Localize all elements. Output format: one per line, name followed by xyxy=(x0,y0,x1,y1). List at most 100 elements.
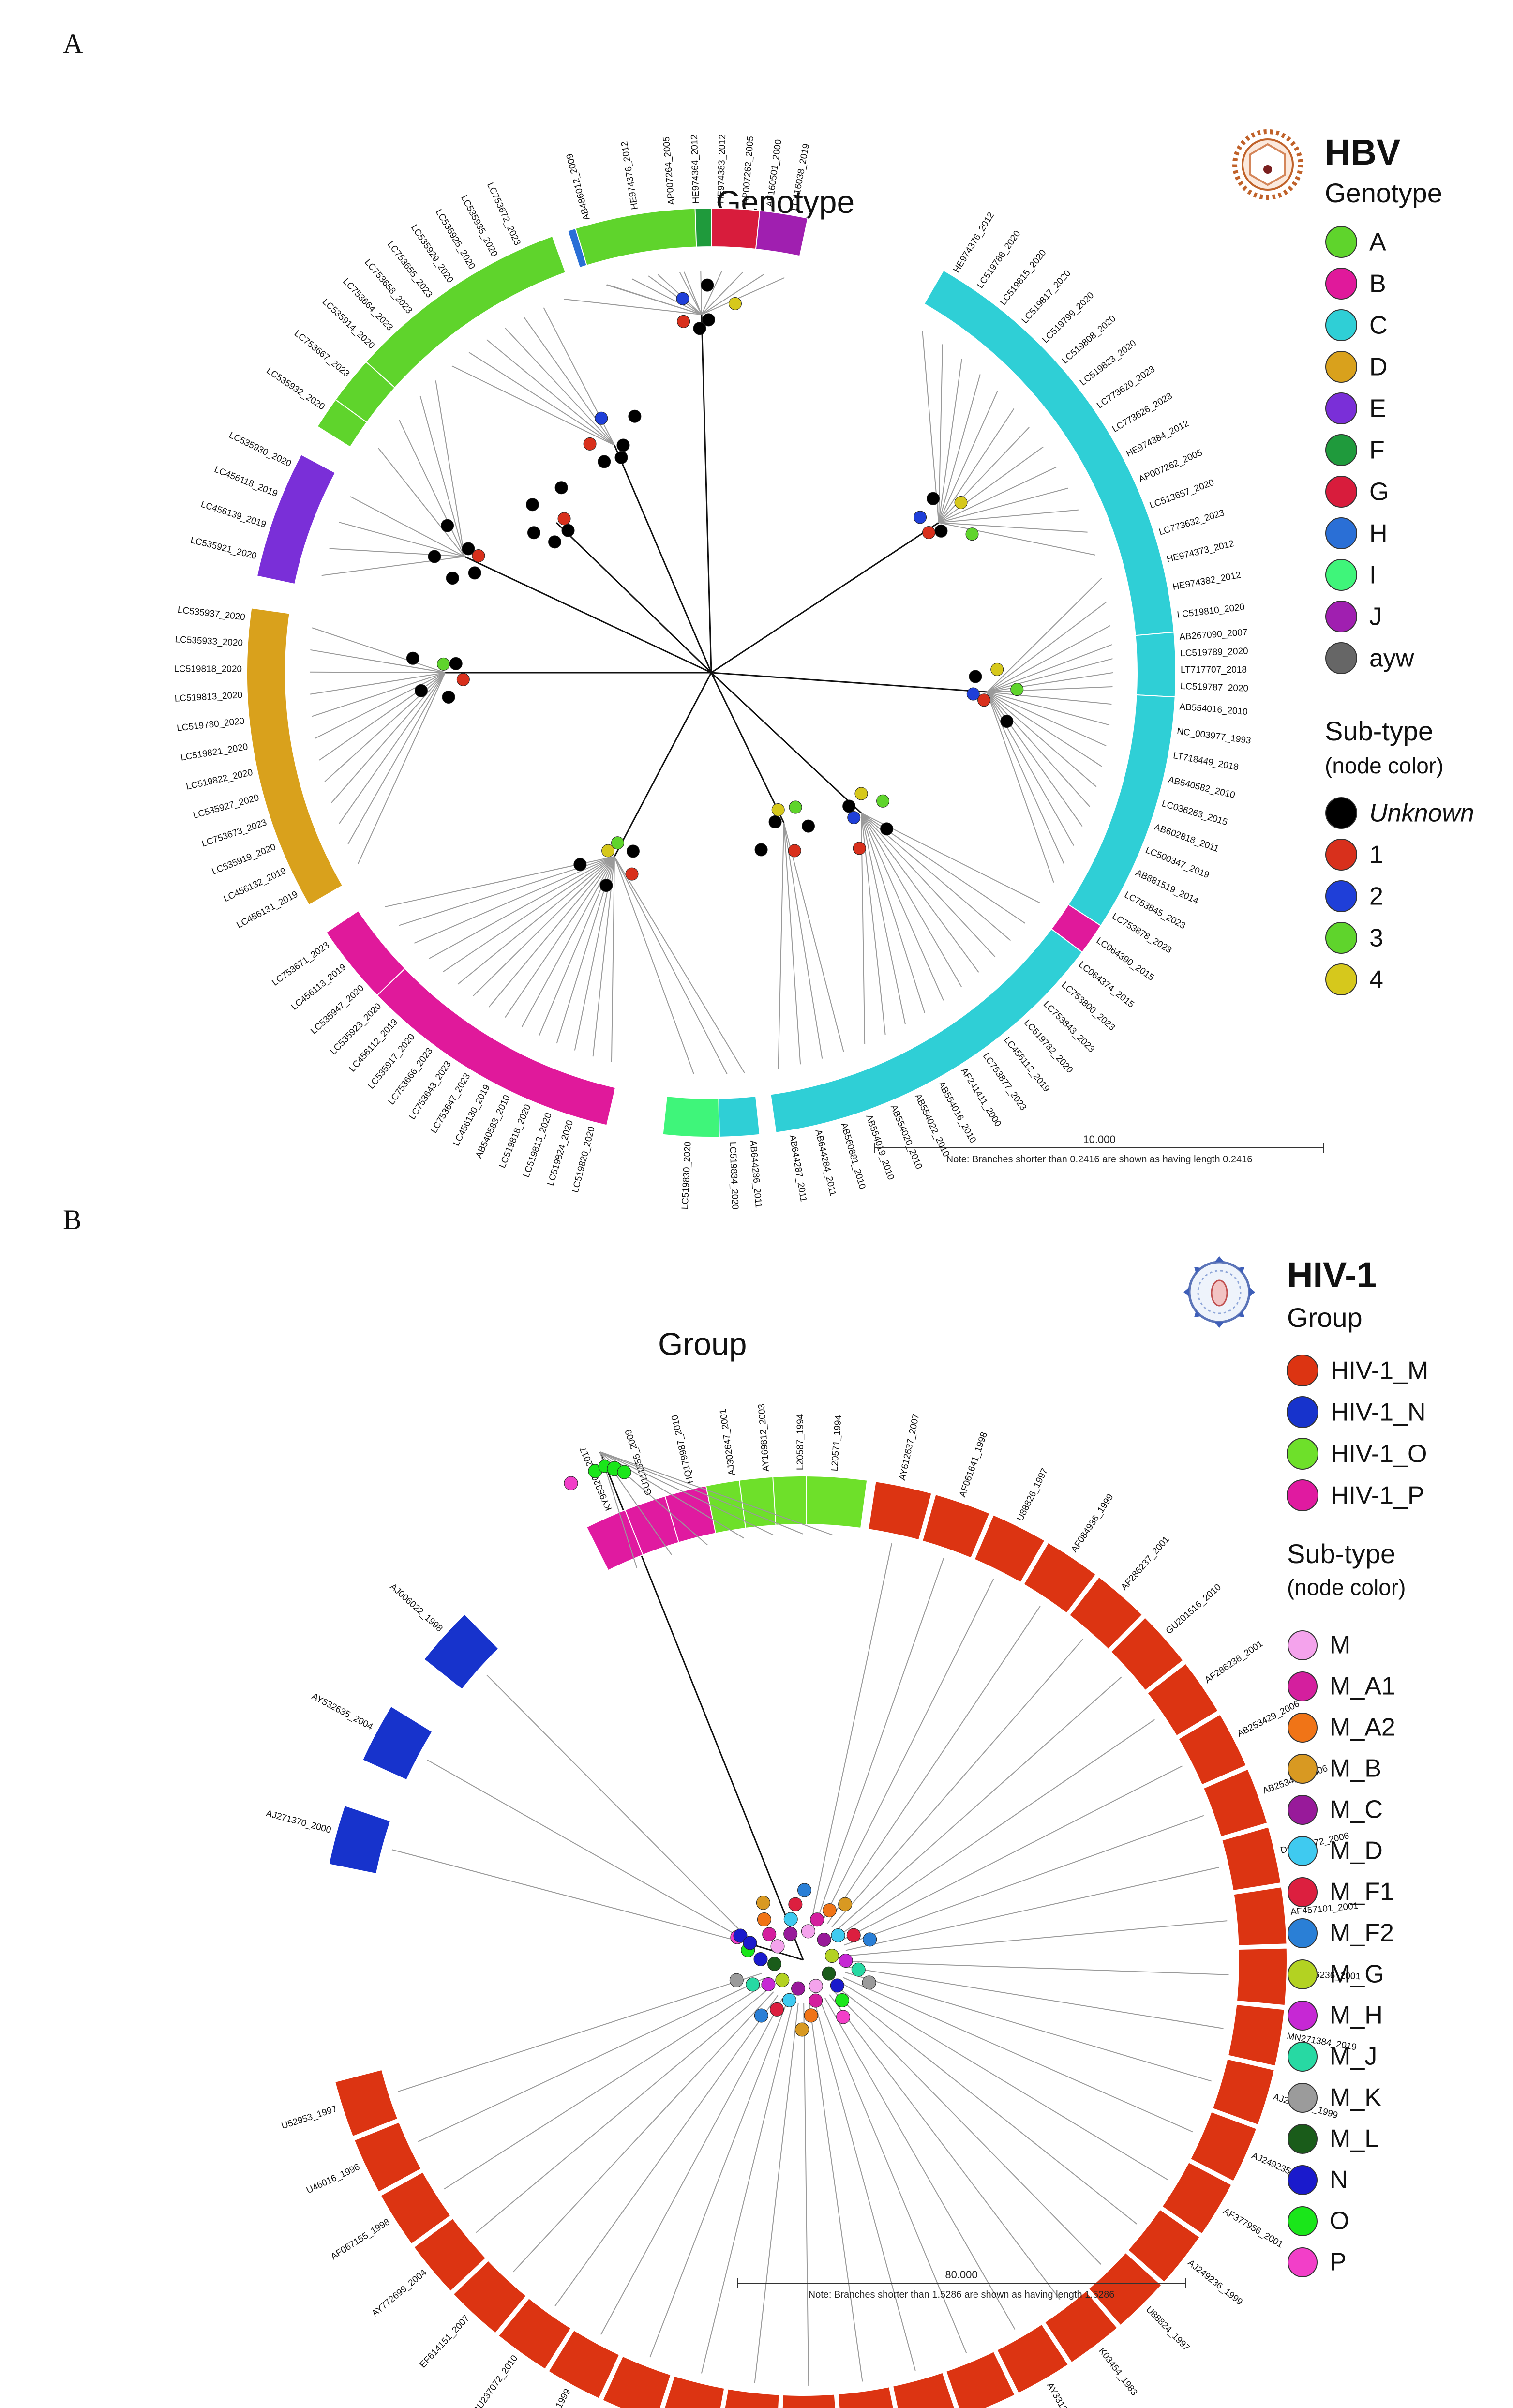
leaf-label: L20587_1994 xyxy=(795,1414,806,1470)
leaf-branch xyxy=(938,509,1079,523)
leaf-branch xyxy=(840,1982,1168,2181)
legend-label: D xyxy=(1369,353,1388,381)
tree-node xyxy=(746,1977,760,1992)
legend-swatch xyxy=(1288,1754,1318,1784)
leaf-label: AF084936_1999 xyxy=(1069,1492,1116,1554)
clade-band-A xyxy=(575,208,697,266)
tree-node xyxy=(743,1936,757,1950)
legend-subtype-note-a: (node color) xyxy=(1325,753,1443,778)
legend-swatch xyxy=(1325,309,1357,341)
leaf-branch xyxy=(841,1765,1183,1941)
legend-virus-a: HBV xyxy=(1325,132,1400,172)
legend-label: 2 xyxy=(1369,883,1383,911)
clade-band-HIV-1_M xyxy=(1236,1947,1288,2006)
leaf-label: LT717707_2018 xyxy=(1181,665,1247,675)
clade-band-HIV-1_M xyxy=(781,2393,836,2408)
tree-node xyxy=(817,1932,831,1947)
leaf-branch xyxy=(457,856,615,985)
clade-band-HIV-1_M xyxy=(724,2388,780,2408)
legend-label: M_L xyxy=(1330,2125,1378,2153)
leaf-branch xyxy=(809,2002,863,2382)
leaf-branch xyxy=(987,692,1065,865)
leaf-branch xyxy=(513,1991,774,2273)
legend-label: M_A1 xyxy=(1330,1672,1395,1701)
tree-branch xyxy=(711,672,988,693)
panel-letter-a: A xyxy=(63,28,83,60)
legend-label: M_F1 xyxy=(1330,1878,1394,1906)
leaf-branch xyxy=(861,813,926,1013)
leaf-branch xyxy=(486,339,615,446)
tree-node xyxy=(701,278,714,292)
tree-branch xyxy=(701,314,712,673)
tree-node xyxy=(851,1962,866,1977)
tree-node xyxy=(771,803,785,817)
leaf-branch xyxy=(435,380,465,557)
hiv-virion-icon xyxy=(1183,1256,1255,1328)
clade-band-HIV-1_M xyxy=(921,1493,990,1559)
legend-swatch xyxy=(1288,1877,1318,1907)
leaf-branch xyxy=(648,275,702,315)
leaf-branch xyxy=(700,271,702,315)
leaf-label: LC519822_2020 xyxy=(185,768,254,792)
leaf-label: AF067155_1998 xyxy=(329,2217,392,2262)
tree-node xyxy=(965,527,979,541)
clade-band-HIV-1_M xyxy=(413,2217,487,2292)
leaf-label: U46016_1996 xyxy=(305,2162,361,2196)
tree-node xyxy=(824,1949,839,1963)
tree-node xyxy=(969,670,982,683)
tree-node xyxy=(830,1978,844,1993)
leaf-label: LC535921_2020 xyxy=(189,535,257,561)
clade-band-C xyxy=(1067,694,1176,927)
legend-label: F xyxy=(1369,436,1385,465)
tree-node xyxy=(822,1903,837,1918)
leaf-branch xyxy=(683,271,702,315)
tree-node xyxy=(614,451,628,464)
leaf-label: LC519834_2020 xyxy=(727,1142,740,1210)
leaf-branch xyxy=(600,1998,783,2335)
clade-band-B xyxy=(376,967,616,1126)
tree-node xyxy=(554,481,568,495)
leaf-branch xyxy=(938,522,1088,533)
tree-branch xyxy=(710,672,862,814)
leaf-branch xyxy=(631,278,702,315)
leaf-label: AY612637_2007 xyxy=(898,1413,922,1481)
leaf-branch xyxy=(938,522,1095,556)
leaf-label: AB267090_2007 xyxy=(1179,627,1248,642)
leaf-label: LC753667_2023 xyxy=(292,329,351,379)
leaf-branch xyxy=(861,813,996,957)
tree-node xyxy=(853,842,866,855)
leaf-branch xyxy=(987,692,1054,883)
leaf-label: HE974373_2012 xyxy=(1166,539,1235,565)
tree-node xyxy=(1010,683,1024,696)
legend-label: M_B xyxy=(1330,1755,1381,1783)
leaf-branch xyxy=(846,1961,1229,1975)
tree-node xyxy=(611,836,625,850)
tree-node xyxy=(564,1476,578,1490)
tree-node xyxy=(729,1973,744,1987)
legend-label: HIV-1_N xyxy=(1331,1399,1426,1427)
tree-node xyxy=(628,409,642,423)
legend-label: M_C xyxy=(1330,1796,1383,1824)
legend-swatch xyxy=(1287,1354,1318,1386)
legend-swatch xyxy=(1288,1836,1318,1866)
clade-band-HIV-1_M xyxy=(497,2297,572,2370)
panel-letter-b: B xyxy=(63,1204,82,1235)
legend-swatch xyxy=(1288,1959,1318,1989)
clade-band-HIV-1_M xyxy=(548,2329,620,2399)
leaf-label: U88826_1997 xyxy=(1015,1467,1050,1523)
clade-band-HIV-1_M xyxy=(945,2350,1016,2408)
tree-node xyxy=(839,1954,853,1968)
tree-node xyxy=(842,799,856,813)
legend-swatch xyxy=(1325,839,1357,871)
tree-node xyxy=(733,1928,748,1943)
leaf-branch xyxy=(378,448,465,557)
leaf-label: U52953_1997 xyxy=(280,2104,338,2132)
legend-label: HIV-1_P xyxy=(1331,1482,1424,1510)
legend-label: 1 xyxy=(1369,841,1383,869)
leaf-branch xyxy=(554,1995,779,2306)
leaf-branch xyxy=(468,352,615,446)
leaf-branch xyxy=(938,427,1030,523)
leaf-branch xyxy=(649,2000,788,2358)
